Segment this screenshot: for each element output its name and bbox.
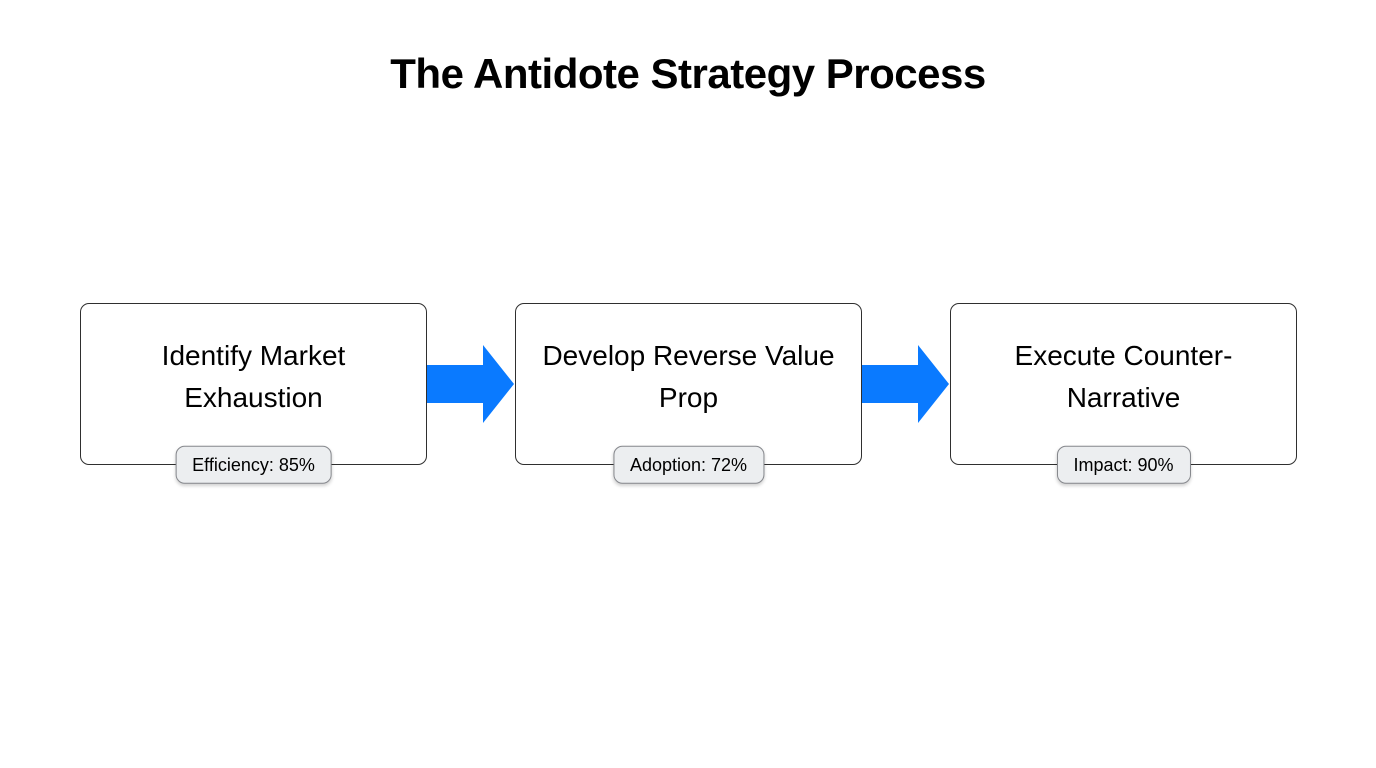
step-label: Execute Counter-Narrative: [1014, 340, 1233, 413]
step-label: Identify Market Exhaustion: [161, 340, 346, 413]
metric-badge: Efficiency: 85%: [175, 445, 332, 484]
step-box-execute-counter-narrative: Execute Counter-Narrative Impact: 90%: [950, 303, 1297, 484]
diagram-title: The Antidote Strategy Process: [390, 50, 986, 97]
right-arrow-icon: [427, 345, 514, 423]
metric-badge-label: Adoption: 72%: [629, 454, 748, 475]
metric-badge: Impact: 90%: [1056, 445, 1191, 484]
metric-badge-label: Efficiency: 85%: [192, 454, 315, 475]
step-box-develop-reverse-value-prop: Develop Reverse Value Prop Adoption: 72%: [515, 303, 862, 484]
metric-badge-label: Impact: 90%: [1073, 454, 1174, 475]
process-flow: Identify Market Exhaustion Efficiency: 8…: [80, 303, 1297, 484]
step-box-identify-market-exhaustion: Identify Market Exhaustion Efficiency: 8…: [80, 303, 427, 484]
step-label: Develop Reverse Value Prop: [542, 340, 835, 413]
metric-badge: Adoption: 72%: [612, 445, 765, 484]
right-arrow-icon: [862, 345, 949, 423]
